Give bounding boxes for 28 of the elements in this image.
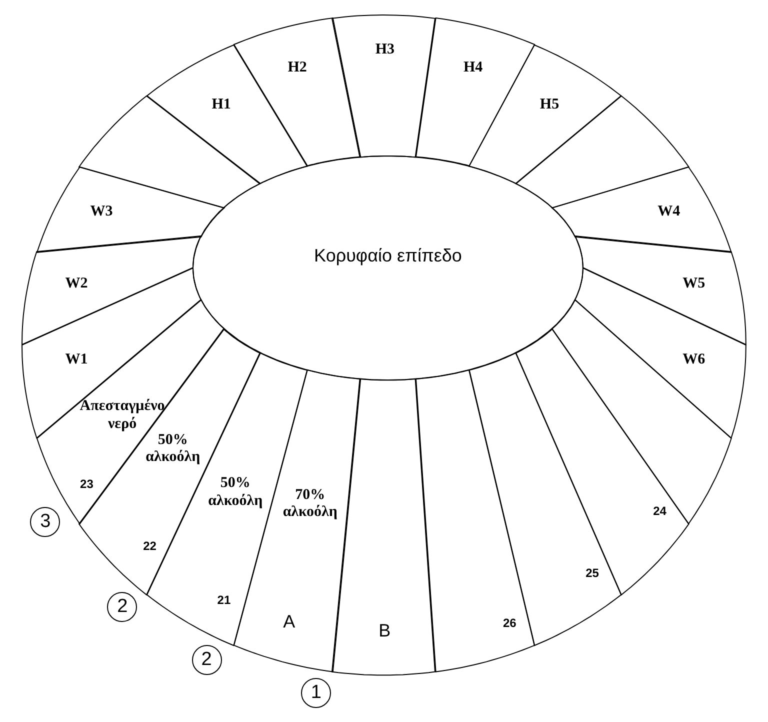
segment-label: B [378, 620, 391, 642]
segment-label: W3 [89, 203, 114, 221]
position-number: 22 [143, 540, 156, 554]
segment-label: 70% αλκοόλη [282, 486, 338, 522]
segment-label: H1 [210, 96, 232, 114]
segment-label: H5 [538, 96, 560, 114]
segment-label: H3 [374, 42, 396, 59]
segment-label: H4 [462, 59, 484, 77]
segment-label: W1 [64, 350, 89, 368]
segment-label: W2 [64, 276, 89, 293]
segment-label: W6 [682, 350, 706, 368]
segment-label: H2 [286, 59, 308, 77]
segment-label: 50% αλκοόλη [144, 432, 202, 466]
position-number: 26 [503, 618, 516, 632]
circled-number: 2 [192, 644, 222, 675]
circled-number: 2 [107, 592, 138, 622]
segment-label: Απεσταγμένο νερό [78, 398, 166, 433]
segment-label: A [283, 611, 296, 632]
position-number: 21 [217, 594, 231, 608]
circled-number: 3 [30, 506, 60, 537]
circled-number: 1 [301, 678, 332, 708]
position-number: 23 [80, 478, 94, 492]
position-number: 25 [586, 566, 599, 581]
level-label: Κορυφαίο επίπεδο [314, 246, 462, 266]
position-number: 24 [653, 505, 666, 520]
segment-label: W4 [656, 203, 682, 221]
segment-label: 50% αλκοόλη [207, 475, 264, 510]
segment-label: W5 [682, 276, 706, 293]
